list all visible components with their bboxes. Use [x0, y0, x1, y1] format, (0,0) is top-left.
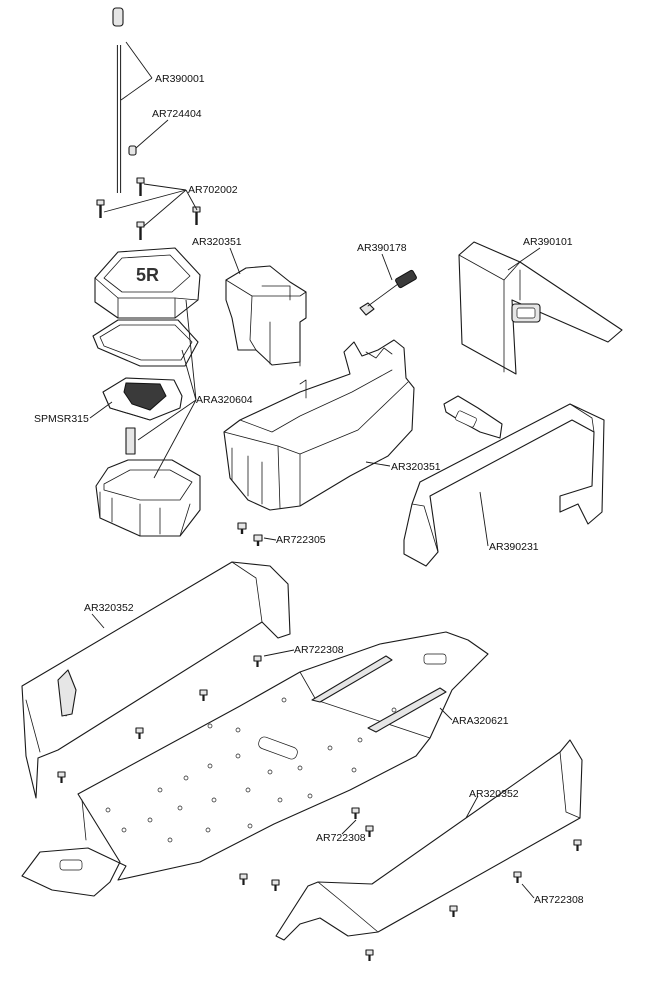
- antenna-mount-part: [128, 145, 137, 156]
- label-screws-chassis-mid: AR722308: [316, 832, 366, 844]
- label-screws-top: AR702002: [188, 184, 238, 196]
- part-labels: AR390001 AR724404 AR702002 AR320351 AR39…: [34, 73, 584, 906]
- receiver-unit: [102, 377, 183, 421]
- screw-group-chassis: [57, 655, 582, 961]
- screw-group-top: [96, 177, 201, 240]
- label-battery-strap-bottom: AR390231: [489, 541, 539, 553]
- chassis-holes: [105, 697, 397, 843]
- chassis-plate-part: [21, 631, 489, 897]
- leader-lines: [89, 41, 541, 899]
- label-receiver-box-assembly: ARA320604: [196, 394, 253, 406]
- label-servo-wire: AR390178: [357, 242, 407, 254]
- mudguard-right-part: [275, 739, 583, 941]
- receiver-box-holder-part: [225, 265, 307, 367]
- label-battery-strap-top: AR390101: [523, 236, 573, 248]
- receiver-box-base: [95, 459, 201, 537]
- label-screws-box: AR722305: [276, 534, 326, 546]
- battery-strap-top-part: [458, 241, 623, 375]
- label-battery-tray: AR320351: [391, 461, 441, 473]
- label-screws-chassis-top: AR722308: [294, 644, 344, 656]
- mudguard-left-part: [21, 561, 291, 799]
- label-receiver-box-holder: AR320351: [192, 236, 242, 248]
- label-mudguard-right: AR320352: [469, 788, 519, 800]
- servo-wire-part: [359, 269, 417, 316]
- receiver-plug: [125, 427, 136, 455]
- battery-tray-part: [223, 339, 415, 511]
- label-chassis-plate: ARA320621: [452, 715, 509, 727]
- label-antenna-tube: AR390001: [155, 73, 205, 85]
- receiver-box-gasket: [92, 319, 199, 367]
- receiver-box-lid: 5R: [94, 247, 201, 319]
- label-receiver: SPMSR315: [34, 413, 89, 425]
- screw-group-box: [237, 522, 263, 546]
- battery-strap-bottom-part: [403, 403, 605, 567]
- label-antenna-cap: AR724404: [152, 108, 202, 120]
- logo-text: 5R: [136, 265, 159, 285]
- label-mudguard-left: AR320352: [84, 602, 134, 614]
- antenna-cap-part: [112, 7, 124, 27]
- label-screws-chassis-bottom: AR722308: [534, 894, 584, 906]
- strap-bracket-part: [443, 395, 503, 439]
